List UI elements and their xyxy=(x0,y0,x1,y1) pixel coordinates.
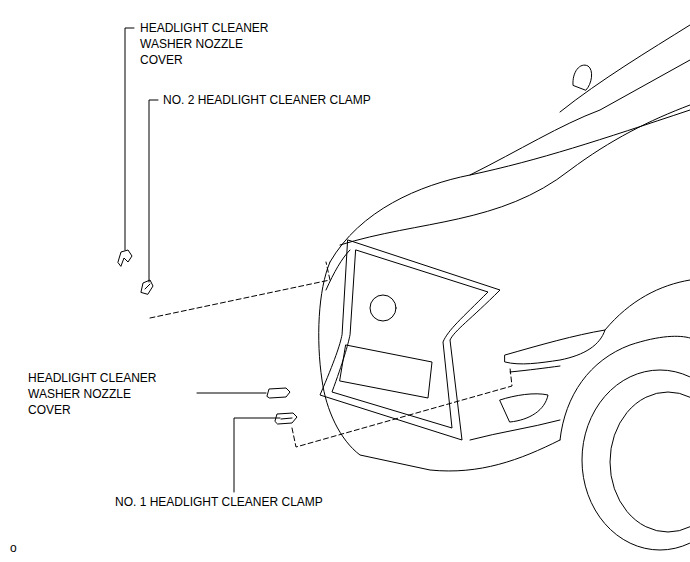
nozzle-cover xyxy=(118,250,132,266)
fender-line xyxy=(605,280,690,330)
cowl-line xyxy=(470,60,690,175)
clamp-part xyxy=(141,280,153,294)
part-label: NO. 1 HEADLIGHT CLEANER CLAMP xyxy=(115,494,323,510)
hood-line xyxy=(330,110,690,262)
part-label: NO. 2 HEADLIGHT CLEANER CLAMP xyxy=(163,92,371,108)
license-plate xyxy=(340,345,432,398)
figure-mark: o xyxy=(10,540,17,556)
nozzle-cover xyxy=(267,388,290,398)
headlamp-trim xyxy=(510,366,560,372)
locator-line xyxy=(292,368,512,447)
hood-line xyxy=(340,105,690,245)
spindle-grille xyxy=(320,240,500,440)
part-label: HEADLIGHT CLEANER WASHER NOZZLE COVER xyxy=(28,370,163,418)
emblem xyxy=(370,295,396,321)
leader-line xyxy=(234,418,280,492)
wheel-rim xyxy=(610,392,690,532)
part-label: HEADLIGHT CLEANER WASHER NOZZLE COVER xyxy=(140,20,275,68)
wheel-tire xyxy=(582,370,690,550)
leader-line xyxy=(149,100,158,282)
leader-line xyxy=(125,28,134,250)
mirror xyxy=(573,65,592,90)
clamp-part xyxy=(275,413,297,424)
bumper-line xyxy=(470,420,560,440)
leader-line xyxy=(197,393,266,394)
locator-line xyxy=(150,262,330,318)
fender-arch xyxy=(560,336,690,440)
headlamp-right xyxy=(505,330,605,364)
fog-lamp xyxy=(500,394,548,422)
windshield-line xyxy=(560,25,690,112)
spindle-grille-inner xyxy=(332,250,488,428)
bumper-outline xyxy=(319,262,560,471)
